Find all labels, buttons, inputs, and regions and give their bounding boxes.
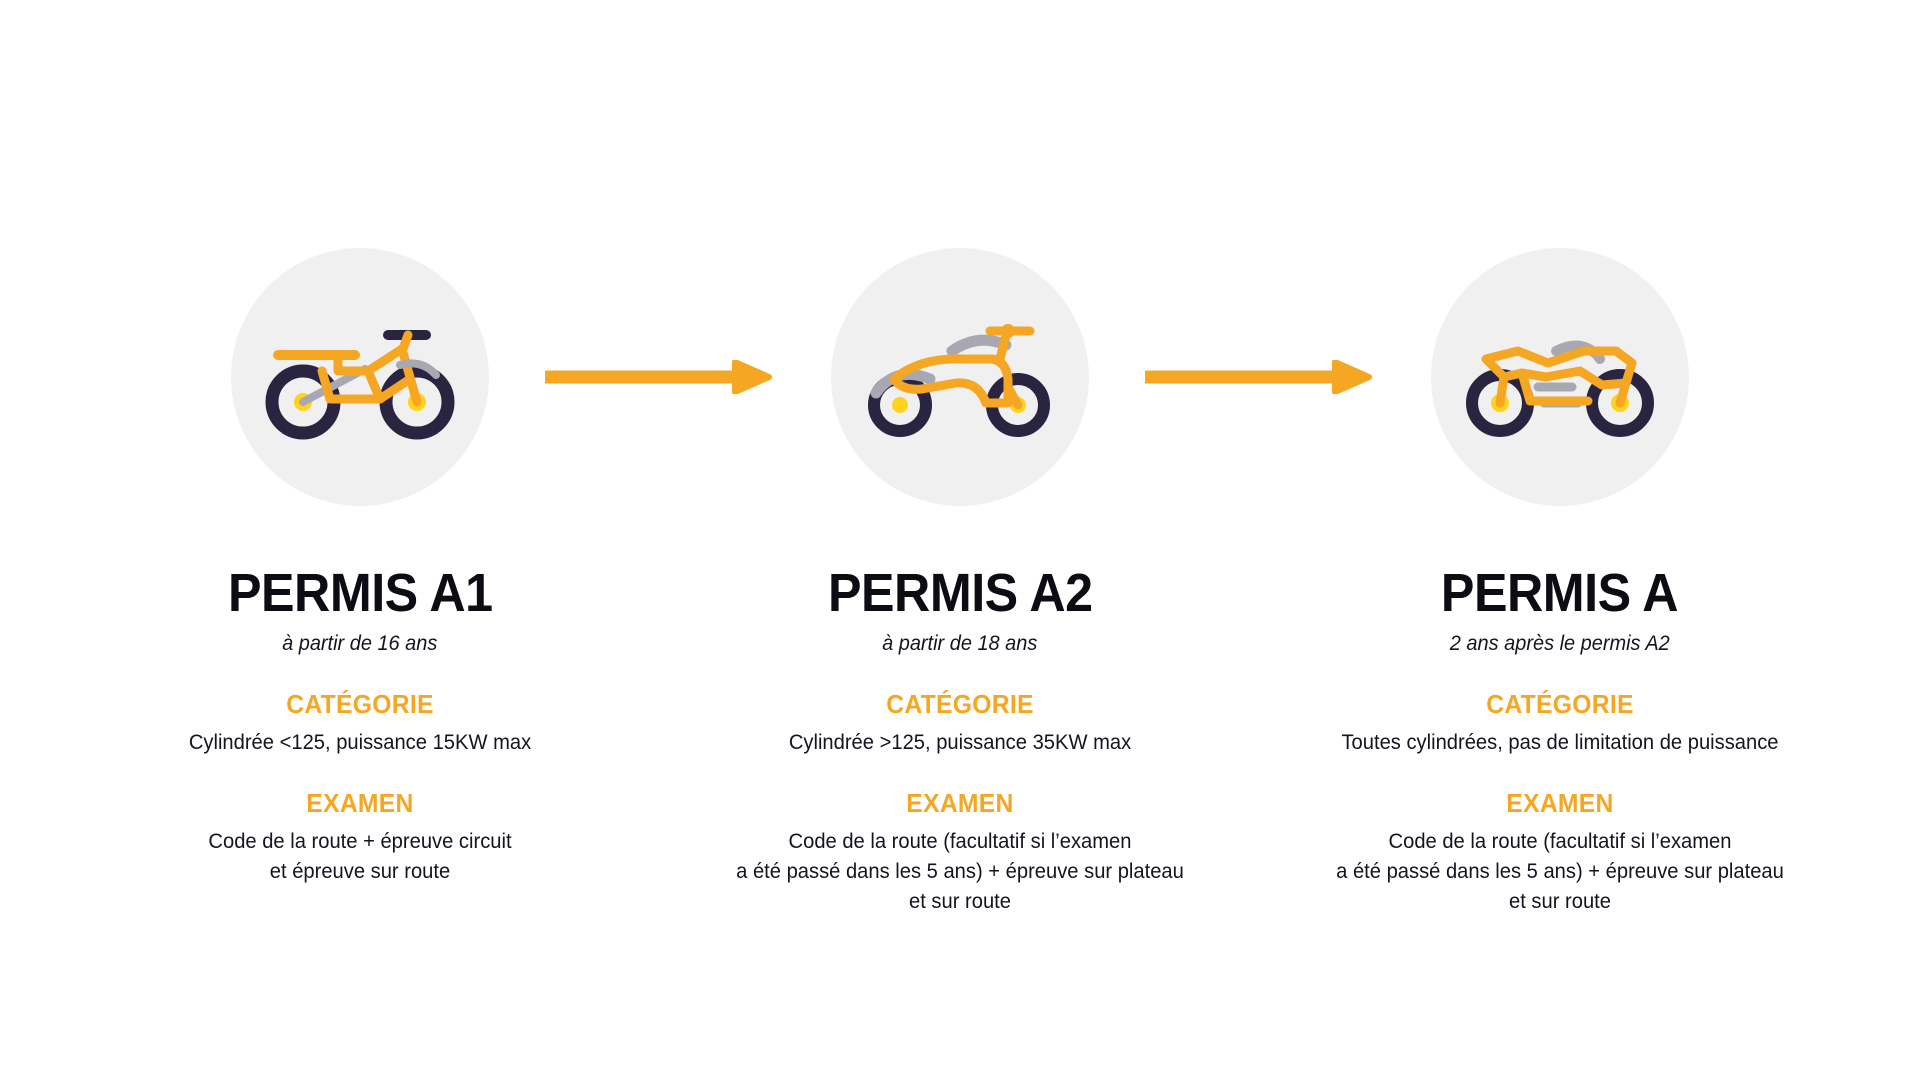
- examen-text-a: Code de la route (facultatif si l’examen…: [1336, 830, 1784, 913]
- scooter-icon: [868, 324, 1050, 437]
- arrow-a2-to-a-icon: [1145, 360, 1372, 394]
- permis-subtitle-a2: à partir de 18 ans: [882, 632, 1038, 655]
- permis-column-a: PERMIS A 2 ans après le permis A2 CATÉGO…: [1310, 0, 1810, 916]
- examen-label-a1: EXAMEN: [306, 788, 414, 819]
- examen-text-a2: Code de la route (facultatif si l’examen…: [736, 830, 1184, 913]
- permis-title-a1: PERMIS A1: [227, 563, 493, 623]
- examen-label-a: EXAMEN: [1506, 788, 1614, 819]
- permis-subtitle-a: 2 ans après le permis A2: [1450, 632, 1670, 655]
- permis-title-a2: PERMIS A2: [827, 563, 1093, 623]
- categorie-section-a: CATÉGORIE Toutes cylindrées, pas de limi…: [1310, 690, 1810, 757]
- icon-circle-a2: [831, 248, 1089, 506]
- permis-title-a: PERMIS A: [1441, 563, 1679, 623]
- categorie-text-a: Toutes cylindrées, pas de limitation de …: [1341, 730, 1779, 754]
- permis-column-a1: PERMIS A1 à partir de 16 ans CATÉGORIE C…: [110, 0, 610, 887]
- categorie-section-a2: CATÉGORIE Cylindrée >125, puissance 35KW…: [710, 690, 1210, 757]
- categorie-label-a1: CATÉGORIE: [286, 689, 434, 719]
- examen-section-a1: EXAMEN Code de la route + épreuve circui…: [110, 789, 610, 886]
- dirt-bike-icon: [265, 330, 455, 440]
- permis-column-a2: PERMIS A2 à partir de 18 ans CATÉGORIE C…: [710, 0, 1210, 916]
- arrow-slot-1: [545, 0, 772, 506]
- icon-circle-a: [1431, 248, 1689, 506]
- icon-circle-a1: [231, 248, 489, 506]
- examen-text-a1: Code de la route + épreuve circuit et ép…: [208, 830, 512, 883]
- examen-section-a: EXAMEN Code de la route (facultatif si l…: [1310, 789, 1810, 916]
- categorie-section-a1: CATÉGORIE Cylindrée <125, puissance 15KW…: [110, 690, 610, 757]
- categorie-label-a2: CATÉGORIE: [886, 689, 1034, 719]
- sport-bike-icon: [1466, 340, 1654, 437]
- arrow-a1-to-a2-icon: [545, 360, 772, 394]
- permis-subtitle-a1: à partir de 16 ans: [282, 632, 438, 655]
- examen-label-a2: EXAMEN: [906, 788, 1014, 819]
- categorie-label-a: CATÉGORIE: [1486, 689, 1634, 719]
- examen-section-a2: EXAMEN Code de la route (facultatif si l…: [710, 789, 1210, 916]
- arrow-slot-2: [1145, 0, 1372, 506]
- categorie-text-a2: Cylindrée >125, puissance 35KW max: [788, 730, 1132, 754]
- categorie-text-a1: Cylindrée <125, puissance 15KW max: [188, 730, 532, 754]
